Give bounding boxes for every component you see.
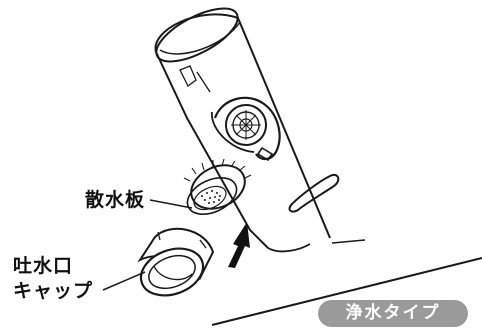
aerator-plate-label: 散水板 — [85, 189, 146, 211]
counter-edge-line — [211, 257, 482, 326]
spout-outlet — [211, 96, 281, 162]
outlet-cap — [137, 227, 215, 297]
aerator-plate — [183, 158, 252, 215]
water-purifier-type-badge: 浄水タイプ — [318, 300, 468, 327]
faucet-spout — [154, 7, 331, 253]
spout-slot — [288, 174, 340, 213]
aerator-leader-line — [149, 199, 193, 209]
counter-back-line — [331, 239, 366, 244]
assembly-arrow — [228, 222, 250, 268]
outlet-cap-label-line1: 吐水口 — [13, 255, 74, 277]
outlet-cap-label-line2: キャップ — [13, 280, 94, 302]
cap-leader-line — [102, 271, 146, 291]
